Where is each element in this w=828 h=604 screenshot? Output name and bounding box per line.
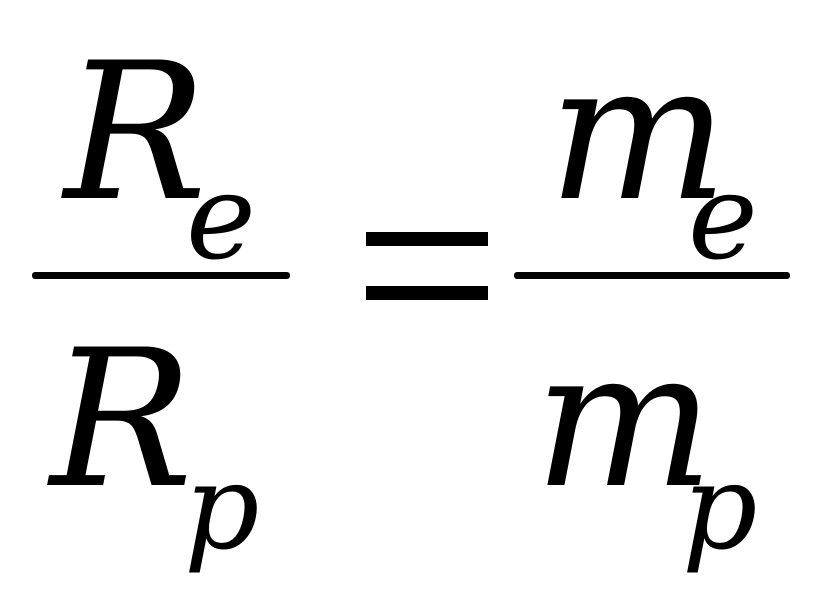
left-denominator-base: R (50, 309, 194, 530)
right-numerator-base: m (548, 22, 729, 243)
equals-bottom-line (366, 286, 488, 300)
right-denominator-subscript: p (682, 438, 758, 576)
right-denominator-base: m (534, 309, 715, 530)
right-fraction-bar (514, 272, 790, 279)
left-numerator-subscript: e (186, 148, 256, 286)
left-numerator-base: R (64, 22, 208, 243)
right-numerator-subscript: e (688, 148, 758, 286)
left-fraction-bar (32, 272, 290, 279)
equals-top-line (366, 232, 488, 246)
left-denominator-subscript: p (184, 438, 260, 576)
